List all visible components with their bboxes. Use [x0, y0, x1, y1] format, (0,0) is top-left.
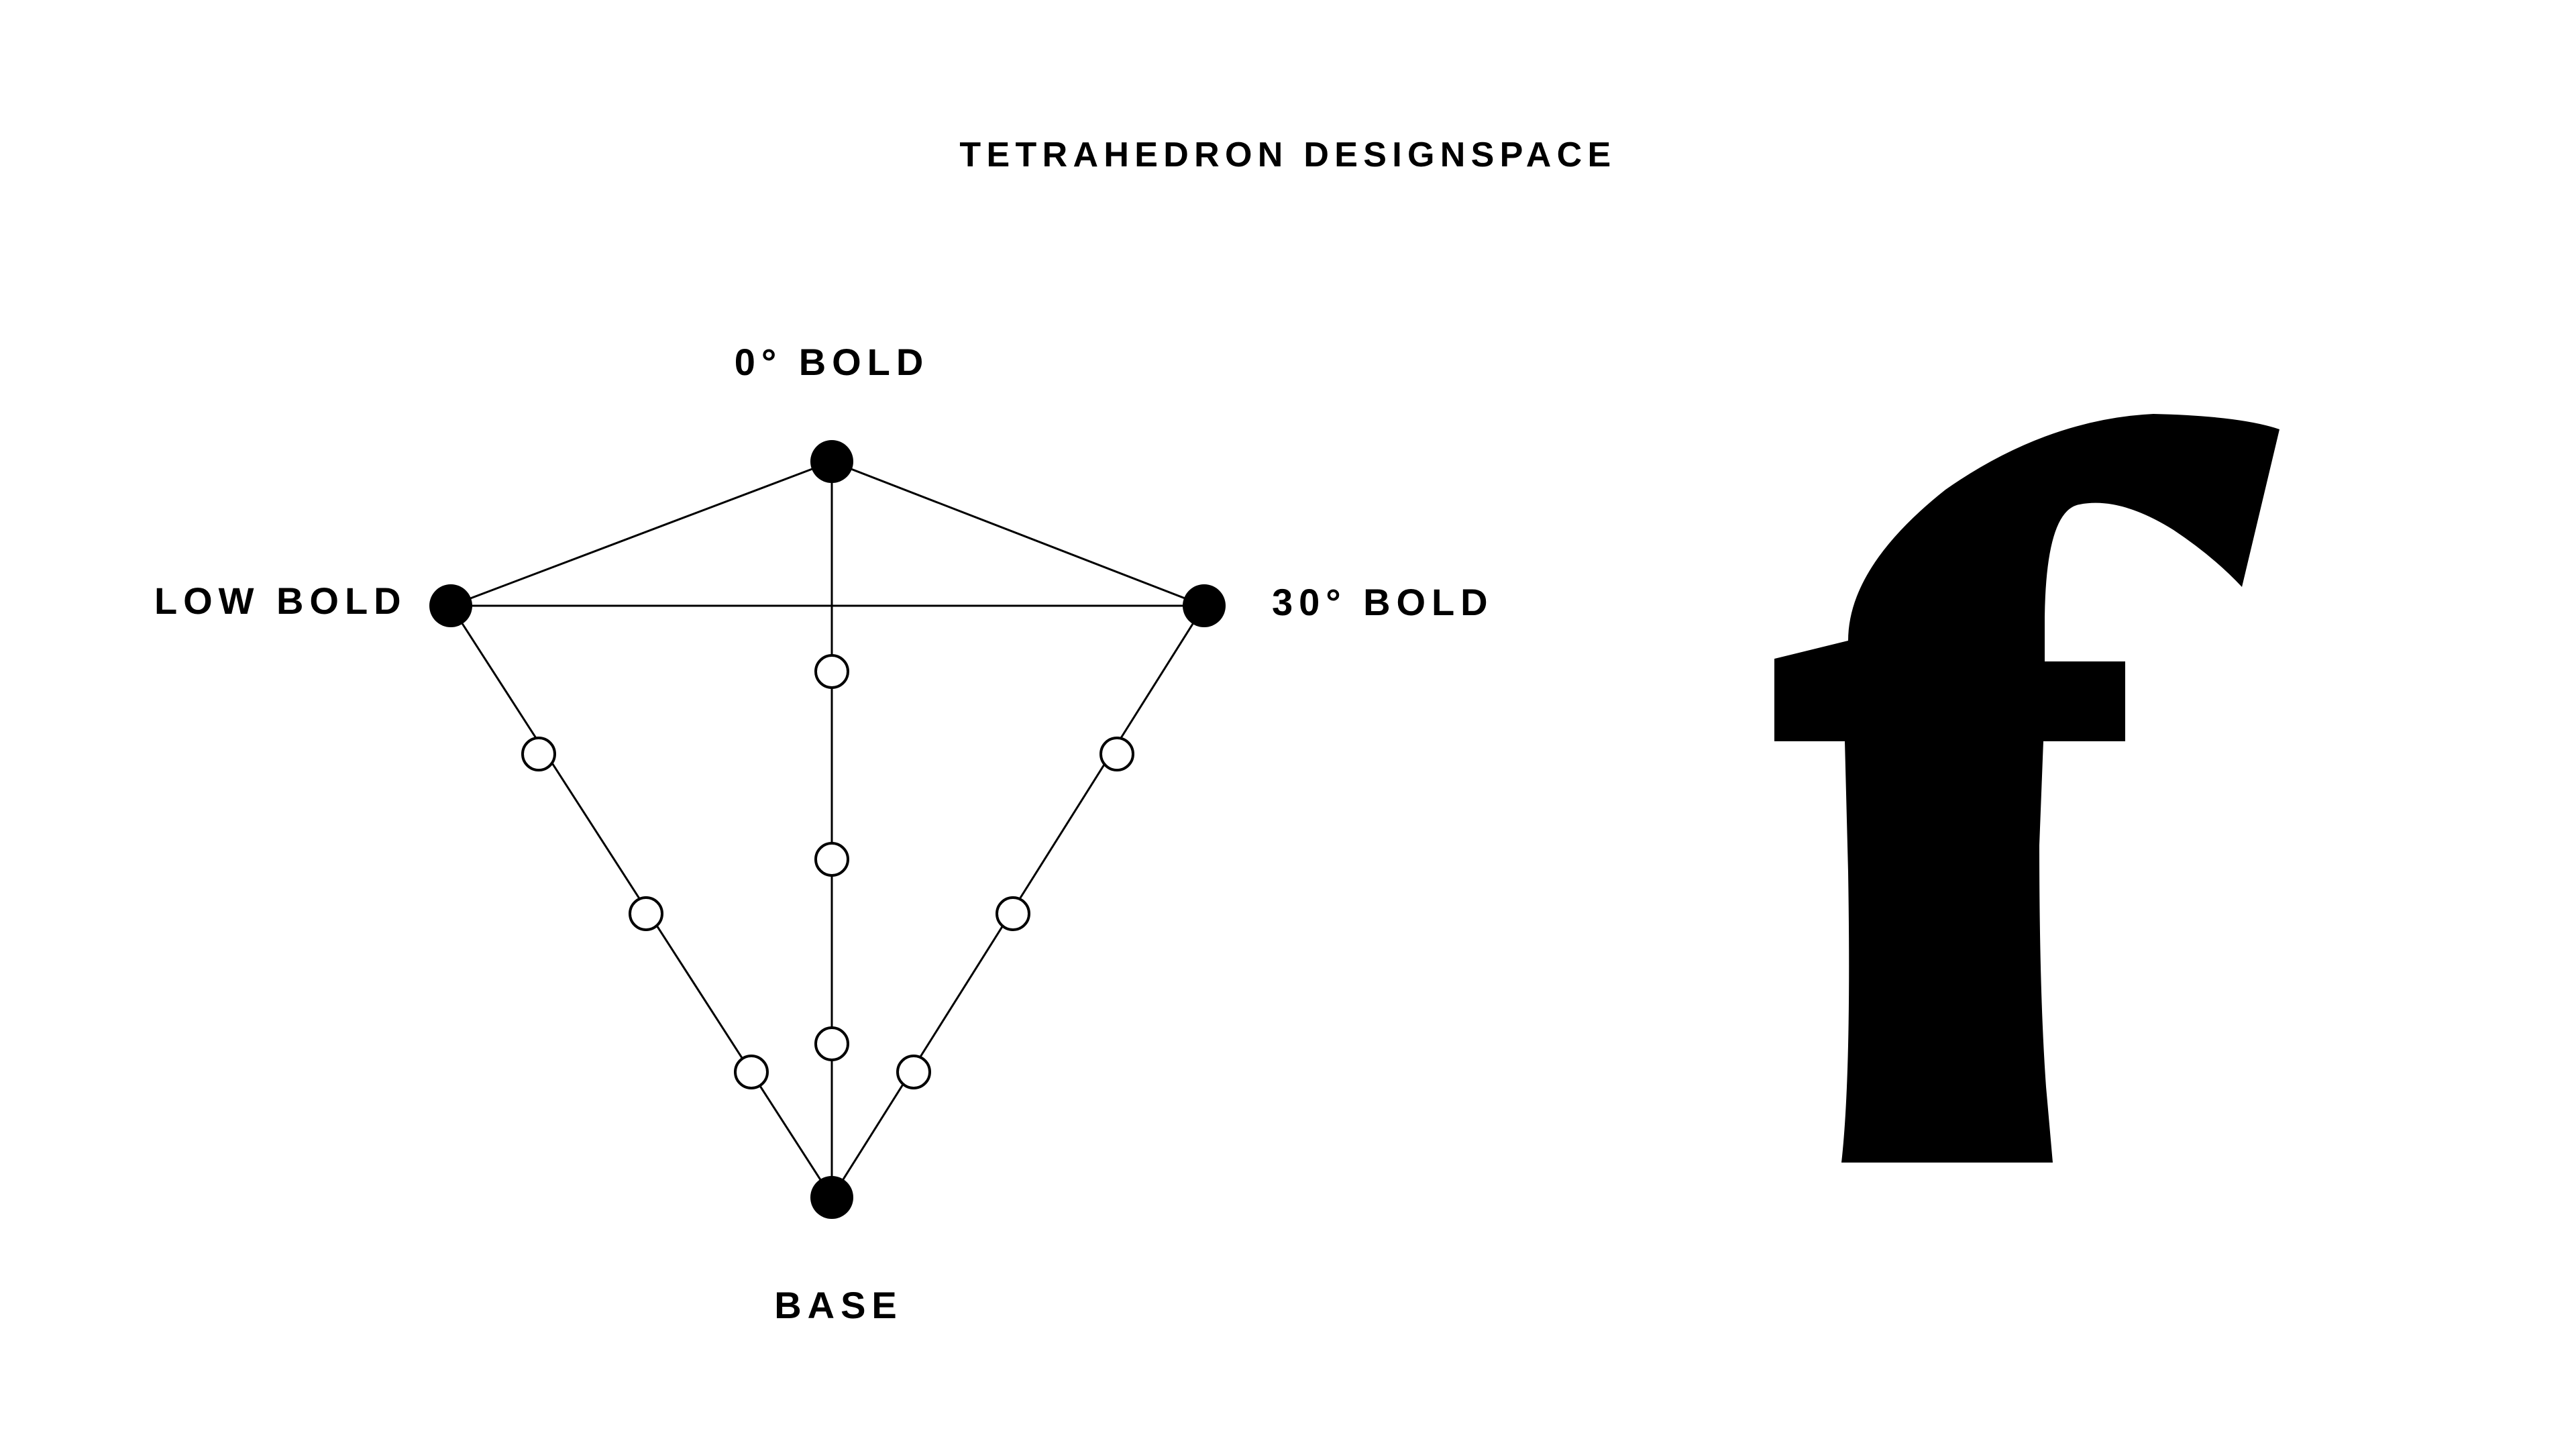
lowercase-f-glyph: [1774, 414, 2279, 1163]
instance-node: [814, 842, 849, 877]
master-node-right: [1183, 584, 1226, 627]
master-node-left: [429, 584, 472, 627]
edge-top-left: [450, 460, 833, 607]
masters: [429, 440, 1226, 1219]
instances: [521, 654, 1134, 1089]
instance-node: [814, 654, 849, 689]
instance-node: [1099, 737, 1134, 771]
instance-node: [734, 1055, 769, 1089]
edges: [449, 460, 1205, 1198]
instance-node: [521, 737, 556, 771]
instance-node: [896, 1055, 931, 1089]
edge-top-right: [831, 460, 1205, 607]
diagram-title: TETRAHEDRON DESIGNSPACE: [959, 136, 1617, 174]
master-label-right: 30° BOLD: [1272, 581, 1494, 623]
master-label-bottom: BASE: [774, 1284, 903, 1326]
master-label-left: LOW BOLD: [154, 580, 407, 622]
master-node-bottom: [810, 1176, 853, 1219]
master-node-top: [810, 440, 853, 483]
master-label-top: 0° BOLD: [734, 341, 930, 383]
instance-node: [814, 1026, 849, 1061]
instance-node: [996, 896, 1030, 931]
instance-node: [629, 896, 663, 931]
